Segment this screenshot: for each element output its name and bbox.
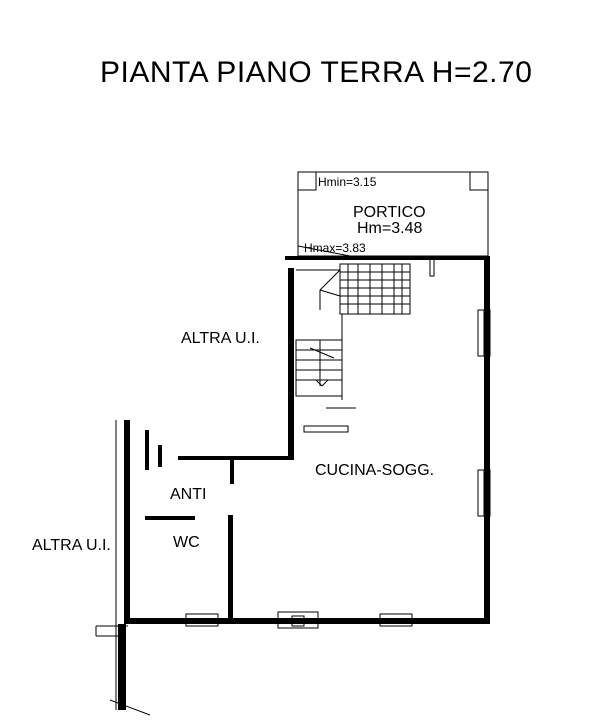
anti-label: ANTI	[170, 486, 206, 503]
portico-label: PORTICO	[353, 204, 426, 221]
right-windows	[477, 309, 491, 517]
portico-hm-label: Hm=3.48	[357, 220, 422, 237]
plan-title: PIANTA PIANO TERRA H=2.70	[100, 56, 532, 89]
hmin-label: Hmin=3.15	[318, 175, 377, 189]
altra-ui-upper-label: ALTRA U.I.	[181, 330, 260, 347]
property-line	[109, 420, 151, 716]
staircase	[295, 255, 435, 433]
hmax-label: Hmax=3.83	[304, 241, 366, 255]
main-walls	[95, 256, 490, 710]
wc-label: WC	[173, 534, 200, 551]
altra-ui-left-label: ALTRA U.I.	[32, 537, 111, 554]
cucina-label: CUCINA-SOGG.	[315, 462, 434, 479]
bottom-openings	[185, 611, 413, 629]
